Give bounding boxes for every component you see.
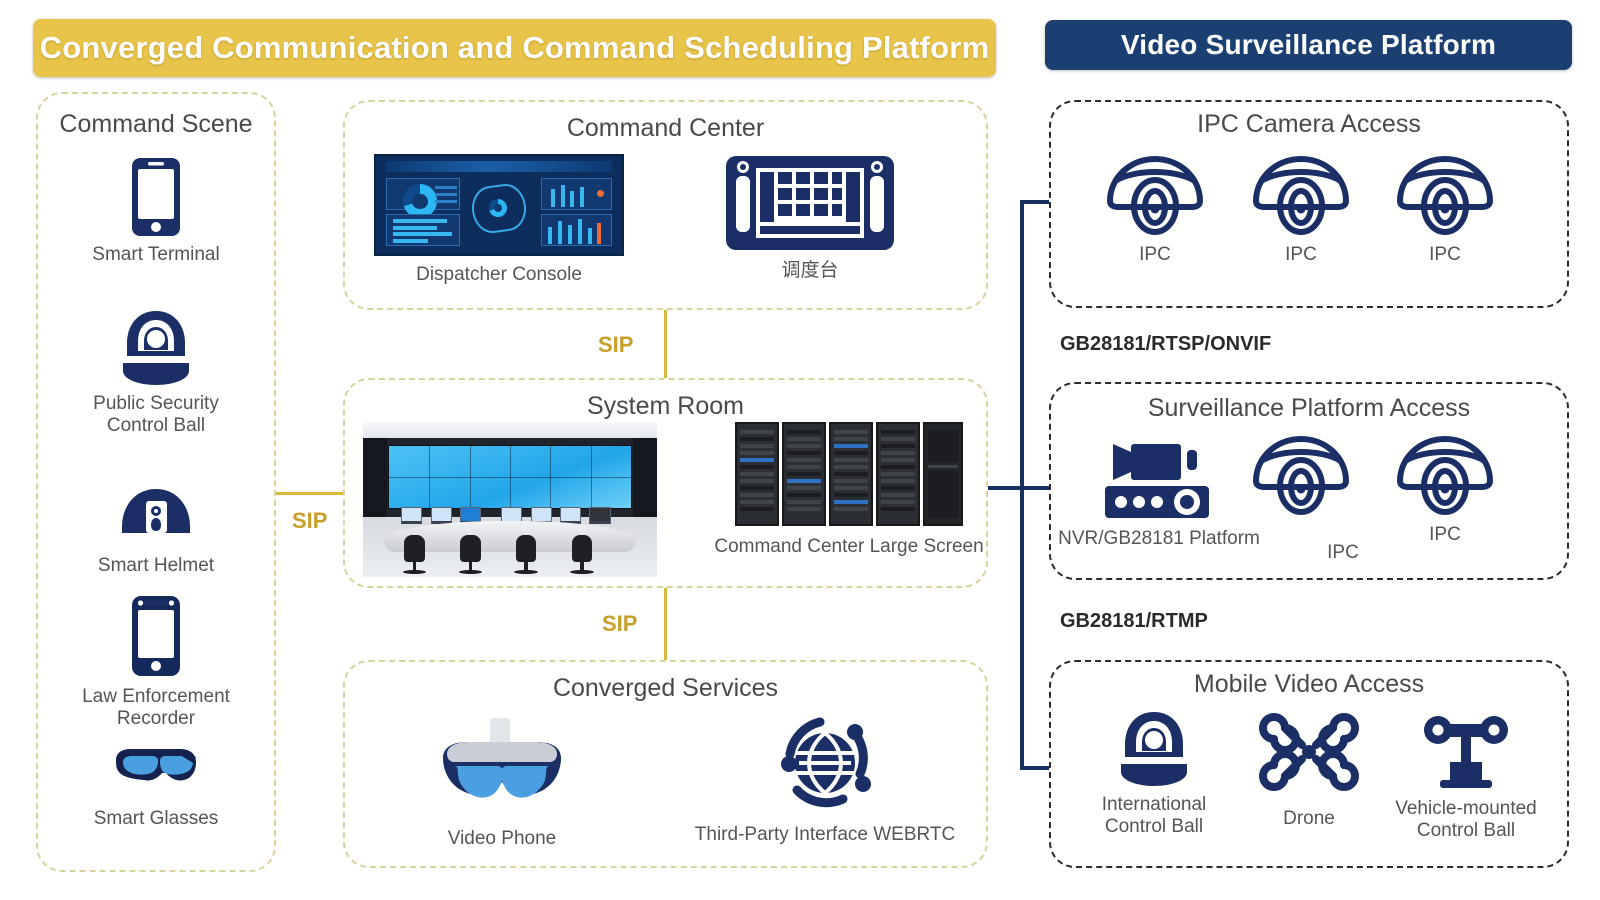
dome-camera-icon — [1247, 154, 1355, 238]
panel-title-surveillance-platform-access: Surveillance Platform Access — [1147, 394, 1471, 422]
panel-title-mobile-video-access: Mobile Video Access — [1193, 670, 1425, 698]
smart-glasses-icon — [106, 744, 206, 802]
protocol-label-ipc: GB28181/RTSP/ONVIF — [1060, 333, 1272, 355]
node-label-international-control-ball: International Control Ball — [1101, 794, 1207, 837]
connector-scene-to-systemroom — [276, 492, 344, 495]
dashboard-screen-icon — [374, 154, 624, 256]
node-label-ipc-1: IPC — [1139, 244, 1171, 265]
node-label-nvr-platform: NVR/GB28181 Platform — [1058, 528, 1260, 549]
node-label-ipc-3: IPC — [1429, 244, 1461, 265]
node-dispatch-console-cn[interactable]: 调度台 — [710, 154, 910, 282]
scene-item-smart-glasses[interactable]: Smart Glasses — [38, 744, 274, 830]
node-third-party-webrtc[interactable]: Third-Party Interface WEBRTC — [675, 710, 975, 846]
panel-system-room: System Room — [343, 378, 988, 588]
node-label-vehicle-mounted-control-ball: Vehicle-mounted Control Ball — [1395, 798, 1537, 841]
connector-center-to-systemroom — [664, 310, 667, 378]
dome-camera-icon — [1247, 434, 1355, 518]
node-label-dispatcher-console: Dispatcher Console — [416, 264, 582, 285]
scene-label-smart-helmet: Smart Helmet — [97, 555, 215, 576]
scene-item-public-security-control-ball[interactable]: Public Security Control Ball — [38, 309, 274, 437]
panel-title-command-scene: Command Scene — [59, 110, 253, 138]
node-ipc-3[interactable]: IPC — [1391, 154, 1499, 266]
node-label-drone: Drone — [1283, 808, 1335, 829]
connector-vertical-bus — [1020, 200, 1024, 770]
node-ipc-1[interactable]: IPC — [1101, 154, 1209, 266]
scene-label-law-enforcement-recorder: Law Enforcement Recorder — [82, 686, 230, 729]
panel-title-ipc-camera-access: IPC Camera Access — [1197, 110, 1421, 138]
node-platform-ipc-2[interactable]: IPC — [1391, 434, 1499, 546]
node-nvr-platform[interactable]: NVR/GB28181 Platform — [1058, 440, 1260, 550]
vehicle-ptz-icon — [1416, 710, 1516, 792]
smartphone-icon — [128, 156, 184, 238]
node-server-racks[interactable]: Command Center Large Screen — [714, 422, 984, 558]
node-ipc-2[interactable]: IPC — [1247, 154, 1355, 266]
scene-item-law-enforcement-recorder[interactable]: Law Enforcement Recorder — [38, 594, 274, 730]
platform-banner-right: Video Surveillance Platform — [1045, 20, 1572, 70]
node-label-dispatch-console-cn: 调度台 — [781, 260, 839, 281]
dispatch-console-icon — [724, 154, 896, 252]
panel-command-center: Command Center — [343, 100, 988, 310]
node-dispatcher-console[interactable]: Dispatcher Console — [371, 154, 627, 286]
connector-bus-to-platform-access — [1020, 486, 1050, 490]
ptz-camera-icon — [113, 309, 199, 387]
panel-title-system-room: System Room — [587, 392, 744, 420]
sip-label-left: SIP — [292, 508, 328, 533]
server-rack-icon — [735, 422, 963, 526]
protocol-label-platform: GB28181/RTMP — [1060, 610, 1208, 632]
sip-label-top: SIP — [598, 332, 634, 357]
smart-helmet-icon — [110, 487, 202, 549]
node-international-control-ball[interactable]: International Control Ball — [1089, 710, 1219, 837]
node-vehicle-mounted-control-ball[interactable]: Vehicle-mounted Control Ball — [1391, 710, 1541, 841]
drone-icon — [1259, 710, 1359, 794]
node-label-platform-ipc-1-visible: IPC — [1327, 542, 1359, 563]
node-drone[interactable]: Drone — [1249, 710, 1369, 830]
dome-camera-icon — [1101, 154, 1209, 238]
node-platform-ipc-1[interactable]: IPC — [1247, 434, 1355, 546]
scene-label-smart-glasses: Smart Glasses — [93, 808, 219, 829]
connector-systemroom-to-bus — [968, 486, 1024, 490]
node-label-third-party-webrtc: Third-Party Interface WEBRTC — [694, 824, 956, 845]
scene-item-smart-helmet[interactable]: Smart Helmet — [38, 487, 274, 577]
node-label-platform-ipc-2: IPC — [1429, 524, 1461, 545]
connector-bus-to-ipc-access — [1020, 200, 1050, 204]
panel-command-scene: Command Scene Smart Terminal — [36, 92, 276, 872]
control-room-photo-icon[interactable] — [363, 422, 657, 577]
panel-mobile-video-access: Mobile Video Access International Contro… — [1049, 660, 1569, 868]
dome-camera-icon — [1391, 154, 1499, 238]
ptz-camera-icon — [1111, 710, 1197, 788]
panel-converged-services: Converged Services Video Phone — [343, 660, 988, 868]
platform-banner-left: Converged Communication and Command Sche… — [33, 19, 996, 77]
body-recorder-icon — [127, 594, 185, 680]
connector-systemroom-to-converged — [664, 588, 667, 660]
panel-title-command-center: Command Center — [566, 114, 765, 142]
node-video-phone[interactable]: Video Phone — [397, 714, 607, 850]
node-label-video-phone: Video Phone — [447, 828, 557, 849]
scene-label-smart-terminal: Smart Terminal — [92, 244, 220, 265]
scene-label-public-security-control-ball: Public Security Control Ball — [93, 393, 219, 436]
node-label-ipc-2: IPC — [1285, 244, 1317, 265]
scene-item-smart-terminal[interactable]: Smart Terminal — [38, 156, 274, 266]
dome-camera-icon — [1391, 434, 1499, 518]
connector-bus-to-mobile-access — [1020, 766, 1050, 770]
sip-label-bottom: SIP — [602, 611, 638, 636]
panel-title-converged-services: Converged Services — [552, 674, 779, 702]
vr-headset-icon — [427, 714, 577, 818]
node-label-server-racks: Command Center Large Screen — [714, 536, 984, 557]
panel-ipc-camera-access: IPC Camera Access IPC — [1049, 100, 1569, 308]
panel-surveillance-platform-access: Surveillance Platform Access NVR/GB28181… — [1049, 382, 1569, 580]
network-globe-icon — [773, 710, 877, 814]
nvr-icon — [1099, 440, 1219, 522]
